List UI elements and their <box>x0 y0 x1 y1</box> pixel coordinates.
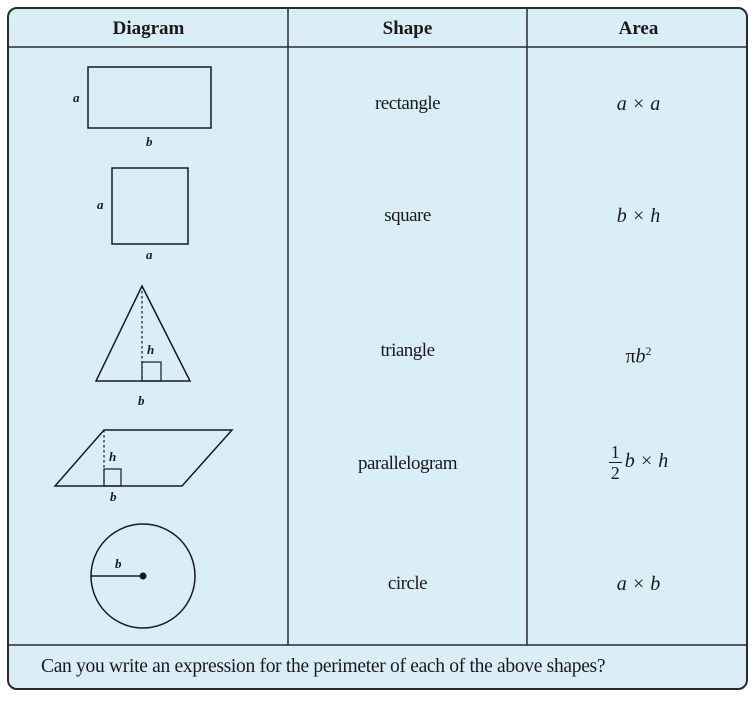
shape-name-triangle: triangle <box>380 340 435 361</box>
shape-name-rectangle: rectangle <box>374 93 441 114</box>
fraction-numerator: 1 <box>608 441 622 463</box>
header-shape: Shape <box>382 18 433 39</box>
center-point <box>139 572 147 580</box>
parallelogram-height-label: h <box>109 449 116 464</box>
area-formula-square: b × h <box>616 205 661 227</box>
rectangle-side-label: a <box>73 90 80 105</box>
triangle-base-label: b <box>138 393 145 408</box>
square-diagram: a a <box>97 167 189 262</box>
area-expression: b × h <box>624 450 669 472</box>
parallelogram-base-label: b <box>110 489 117 504</box>
table-grid: a b a a h b h b b <box>9 9 746 646</box>
circle-radius-label: b <box>115 556 122 571</box>
pi-symbol: π <box>625 345 636 368</box>
triangle-diagram: h b <box>94 284 192 408</box>
rectangle-base-label: b <box>146 134 153 149</box>
footer-question: Can you write an expression for the peri… <box>41 656 606 677</box>
right-angle-mark <box>141 361 162 382</box>
square-base-label: a <box>146 247 153 262</box>
shape-name-parallelogram: parallelogram <box>357 453 458 474</box>
header-diagram: Diagram <box>112 18 185 39</box>
fraction-denominator: 2 <box>610 462 620 483</box>
triangle-height-label: h <box>147 342 154 357</box>
header-area: Area <box>618 18 659 39</box>
area-exponent: 2 <box>645 344 652 358</box>
area-variable: b <box>635 345 646 368</box>
parallelogram-diagram: h b <box>53 429 234 504</box>
area-formula-triangle: πb2 <box>527 336 746 368</box>
area-formula-circle: a × b <box>616 573 661 595</box>
shape-name-square: square <box>384 205 431 226</box>
rectangle-diagram: a b <box>73 66 212 149</box>
right-angle-mark <box>103 468 122 487</box>
area-formula-rectangle: a × a <box>616 93 661 115</box>
square-side-label: a <box>97 197 104 212</box>
shapes-area-table: a b a a h b h b b <box>7 7 748 690</box>
circle-diagram: b <box>90 523 196 629</box>
shape-name-circle: circle <box>387 573 428 594</box>
